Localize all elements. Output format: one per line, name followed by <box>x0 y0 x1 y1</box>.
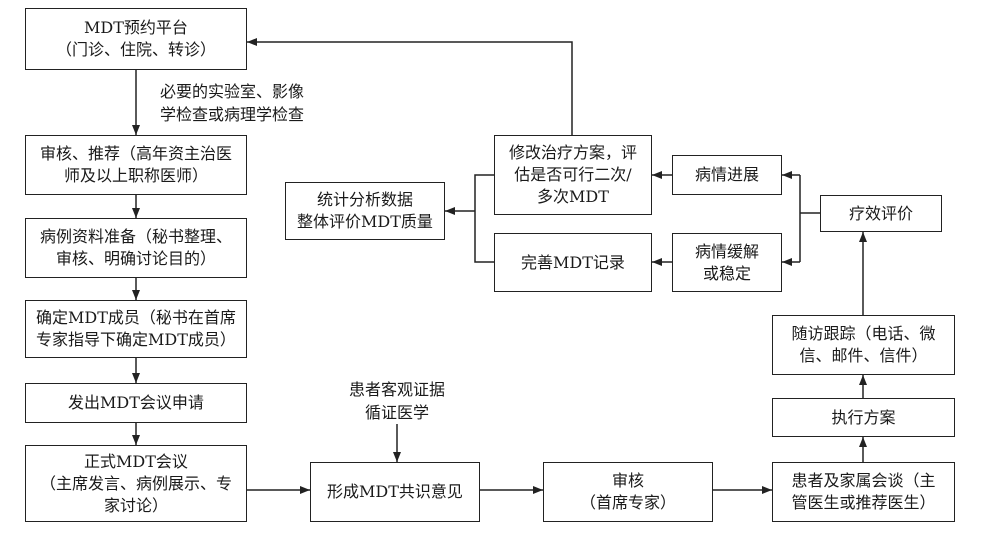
box-text-line: 随访跟踪（电话、微 <box>791 324 936 343</box>
statistics-box: 统计分析数据 整体评价MDT质量 <box>285 182 445 240</box>
box-text-line: 估是否可行二次/ <box>514 165 632 184</box>
box-text-line: 修改治疗方案，评 <box>508 143 637 162</box>
box-text-line: 病例资料准备（秘书整理、 <box>39 227 232 246</box>
box-text-line: 病情进展 <box>694 165 759 184</box>
label-text-line: 循证医学 <box>364 403 429 422</box>
box-text-line: 信、邮件、信件） <box>799 346 928 365</box>
box-text-line: （门诊、住院、转诊） <box>55 40 216 59</box>
box-text-line: 多次MDT <box>537 187 609 206</box>
remission-box: 病情缓解 或稳定 <box>672 233 782 292</box>
box-text-line: 审核、推荐（高年资主治医 <box>39 144 232 163</box>
box-text-line: （首席专家） <box>579 493 676 512</box>
box-text-line: 师及以上职称医师） <box>63 166 208 185</box>
confirm-members-box: 确定MDT成员（秘书在首席 专家指导下确定MDT成员） <box>25 300 247 358</box>
box-text-line: 执行方案 <box>831 407 896 427</box>
box-text-line: 或稳定 <box>702 263 751 283</box>
send-request-box: 发出MDT会议申请 <box>25 383 247 423</box>
consensus-box: 形成MDT共识意见 <box>310 462 480 522</box>
box-text-line: 统计分析数据 <box>316 190 413 209</box>
evidence-label: 患者客观证据 循证医学 <box>337 378 457 424</box>
connector-efficacy-branch <box>799 175 820 262</box>
label-text-line: 必要的实验室、影像 <box>160 82 305 101</box>
box-text-line: 审核、明确讨论目的） <box>55 249 216 268</box>
box-text-line: 疗效评价 <box>848 203 913 223</box>
box-text-line: 发出MDT会议申请 <box>68 393 204 412</box>
box-text-line: MDT预约平台 <box>84 18 188 37</box>
chief-review-box: 审核 （首席专家） <box>543 462 713 522</box>
workup-label: 必要的实验室、影像 学检查或病理学检查 <box>160 80 304 126</box>
efficacy-eval-box: 疗效评价 <box>820 195 942 232</box>
box-text-line: 家讨论） <box>103 495 168 515</box>
formal-meeting-box: 正式MDT会议 （主席发言、病例展示、专 家讨论） <box>25 445 247 522</box>
case-prep-box: 病例资料准备（秘书整理、 审核、明确讨论目的） <box>25 218 247 278</box>
box-text-line: 整体评价MDT质量 <box>297 212 433 231</box>
box-text-line: 确定MDT成员（秘书在首席 <box>36 308 236 327</box>
modify-plan-box: 修改治疗方案，评 估是否可行二次/ 多次MDT <box>494 135 652 215</box>
label-text-line: 患者客观证据 <box>348 380 445 399</box>
review-recommend-box: 审核、推荐（高年资主治医 师及以上职称医师） <box>25 135 247 195</box>
progression-box: 病情进展 <box>672 155 782 195</box>
follow-up-box: 随访跟踪（电话、微 信、邮件、信件） <box>772 315 955 375</box>
connector-merge-to-statistics <box>474 174 494 263</box>
box-text-line: （主席发言、病例展示、专 <box>39 473 232 493</box>
box-text-line: 正式MDT会议 <box>84 451 188 471</box>
mdt-booking-platform-box: MDT预约平台 （门诊、住院、转诊） <box>25 8 247 70</box>
box-text-line: 审核 <box>611 471 644 490</box>
box-text-line: 专家指导下确定MDT成员） <box>36 330 236 349</box>
execute-plan-box: 执行方案 <box>772 398 955 437</box>
box-text-line: 患者及家属会谈（主 <box>791 471 936 490</box>
box-text-line: 病情缓解 <box>694 241 759 261</box>
box-text-line: 管医生或推荐医生） <box>791 493 936 512</box>
family-talk-box: 患者及家属会谈（主 管医生或推荐医生） <box>772 462 955 522</box>
arrow-modify-to-booking <box>247 38 573 135</box>
box-text-line: 形成MDT共识意见 <box>327 482 463 501</box>
complete-record-box: 完善MDT记录 <box>494 233 652 292</box>
label-text-line: 学检查或病理学检查 <box>160 105 305 124</box>
box-text-line: 完善MDT记录 <box>521 252 625 272</box>
